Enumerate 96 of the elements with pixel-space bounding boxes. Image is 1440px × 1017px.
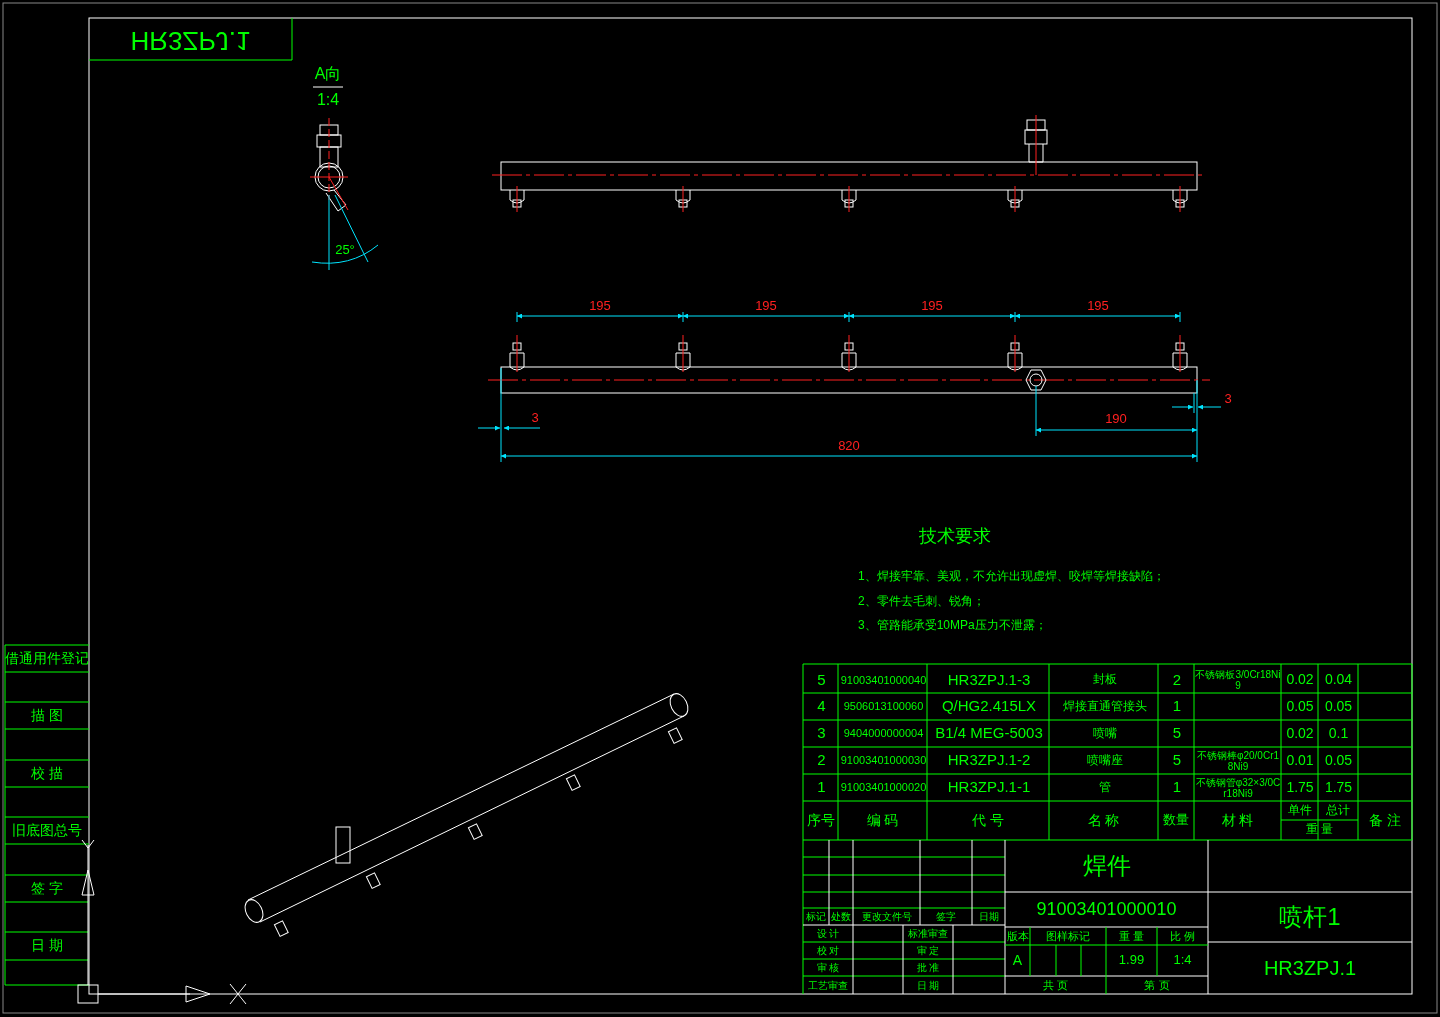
title-block-text: 审 定 [916, 945, 940, 956]
table-header-text: 材 料 [1221, 812, 1254, 829]
dimension-text: 195 [921, 298, 943, 314]
table-cell-text: HR3ZPJ.1-1 [947, 779, 1031, 796]
sidebar-text: 旧底图总号 [12, 822, 82, 839]
table-cell-text: 焊接直通管接头 [1062, 699, 1147, 714]
drawing-number: HR3ZPJ.1 [130, 25, 251, 55]
table-cell-text: 9404000000004 [843, 727, 924, 740]
title-block-text: 签字 [936, 911, 956, 922]
title-block-text: 标准审查 [908, 928, 948, 939]
table-cell-text: 5 [1172, 725, 1182, 742]
dimension-text: 195 [755, 298, 777, 314]
sidebar-text: 借通用件登记 [5, 650, 89, 667]
title-block-text: 比 例 [1169, 929, 1196, 943]
title-block-text: 日期 [978, 911, 999, 922]
requirement-text: 1、焊接牢靠、美观，不允许出现虚焊、咬焊等焊接缺陷； [858, 569, 1165, 584]
title-block-text: 批 准 [916, 962, 940, 973]
table-cell-text: Q/HG2.415LX [941, 698, 1037, 715]
table-cell-text: 不锈钢管φ32×3/0Cr18Ni9 [1195, 776, 1281, 799]
table-cell-text: HR3ZPJ.1-2 [947, 752, 1031, 769]
table-cell-text: 5 [817, 671, 826, 689]
table-cell-text: 管 [1098, 780, 1111, 795]
table-cell-text: 5 [1172, 752, 1182, 769]
view-label: A向 [314, 65, 342, 83]
table-cell-text: 0.05 [1286, 698, 1314, 715]
dimension-text: 3 [531, 410, 539, 426]
table-cell-text: 91003401000040 [840, 673, 927, 687]
table-cell-text: 0.02 [1286, 725, 1314, 742]
drawing-code-text: 91003401000010 [1036, 899, 1177, 920]
dimension-text: 190 [1105, 411, 1127, 427]
title-block-text: 图样标记 [1046, 929, 1090, 943]
table-cell-text: 0.05 [1324, 698, 1353, 715]
table-cell-text: 3 [817, 725, 826, 742]
sidebar-text: 描 图 [31, 707, 63, 724]
title-block-text: 重 量 [1118, 929, 1145, 943]
dimension-text: 3 [1224, 391, 1232, 407]
table-header-text: 编 码 [866, 812, 899, 829]
table-cell-text: 2 [817, 752, 826, 769]
table-header-text: 重 量 [1305, 823, 1334, 837]
dimension-text: 195 [589, 298, 611, 314]
sidebar-text: 日 期 [31, 938, 63, 954]
angle-dimension-text: 25° [335, 242, 355, 258]
table-cell-text: 不锈钢板3/0Cr18Ni9 [1195, 669, 1281, 691]
title-block-text: A [1012, 952, 1023, 969]
table-header-text: 单件 [1287, 803, 1312, 818]
title-block-text: 处数 [831, 911, 851, 922]
title-block-text: 共 页 [1042, 978, 1069, 992]
title-block-text: 1.99 [1118, 953, 1145, 968]
table-cell-text: 0.05 [1324, 752, 1353, 769]
table-cell-text: 1 [1172, 779, 1182, 796]
table-cell-text: 91003401000020 [840, 781, 927, 794]
table-cell-text: 91003401000030 [840, 754, 927, 767]
requirement-text: 2、零件去毛刺、锐角； [858, 594, 985, 609]
table-cell-text: 喷嘴座 [1086, 753, 1123, 768]
dimension-text: 820 [838, 438, 860, 454]
sidebar-text: 签 字 [31, 880, 63, 897]
title-block-text: 工艺审查 [808, 979, 848, 991]
table-cell-text: 1 [817, 779, 826, 796]
table-header-text: 名 称 [1087, 812, 1120, 829]
table-cell-text: 1.75 [1286, 779, 1314, 796]
title-block-text: 1:4 [1173, 953, 1192, 968]
title-block-text: 日 期 [916, 979, 940, 991]
sidebar-text: 校 描 [31, 765, 63, 782]
dimension-text: 195 [1087, 298, 1109, 314]
table-cell-text: 不锈钢棒φ20/0Cr18Ni9 [1195, 749, 1281, 772]
table-cell-text: 0.1 [1328, 725, 1349, 742]
table-cell-text: 封板 [1092, 673, 1117, 687]
title-block-text: 第 页 [1144, 978, 1170, 992]
table-header-text: 备 注 [1369, 812, 1401, 829]
table-cell-text: 2 [1172, 671, 1182, 689]
table-cell-text: 0.02 [1286, 672, 1314, 688]
title-block-text: 审 核 [816, 962, 840, 973]
table-cell-text: 0.01 [1286, 752, 1314, 769]
requirement-text: 3、管路能承受10MPa压力不泄露； [858, 618, 1047, 633]
table-cell-text: 1.75 [1324, 779, 1353, 796]
table-header-text: 数量 [1163, 813, 1189, 828]
table-cell-text: 0.04 [1324, 672, 1353, 688]
part-name-text: 喷杆1 [1279, 903, 1341, 931]
table-cell-text: 4 [817, 698, 826, 715]
title-block-text: 版本 [1006, 929, 1029, 943]
title-text: 焊件 [1082, 852, 1131, 880]
table-cell-text: 9506013100060 [843, 700, 924, 713]
title-block-text: 更改文件号 [861, 911, 912, 922]
title-block-text: 校 对 [816, 945, 840, 956]
title-block-text: 设 计 [816, 928, 840, 939]
table-header-text: 序号 [806, 812, 835, 829]
drawing-number-text: HR3ZPJ.1 [1263, 957, 1357, 979]
section-heading: 技术要求 [919, 527, 991, 547]
scale-label: 1:4 [316, 91, 340, 109]
table-header-text: 总计 [1326, 803, 1350, 818]
table-header-text: 代 号 [972, 812, 1004, 829]
title-block-text: 标记 [806, 911, 826, 922]
table-cell-text: 1 [1172, 698, 1182, 715]
table-cell-text: HR3ZPJ.1-3 [947, 671, 1031, 689]
table-cell-text: B1/4 MEG-5003 [935, 725, 1043, 742]
table-cell-text: 喷嘴 [1092, 726, 1117, 741]
